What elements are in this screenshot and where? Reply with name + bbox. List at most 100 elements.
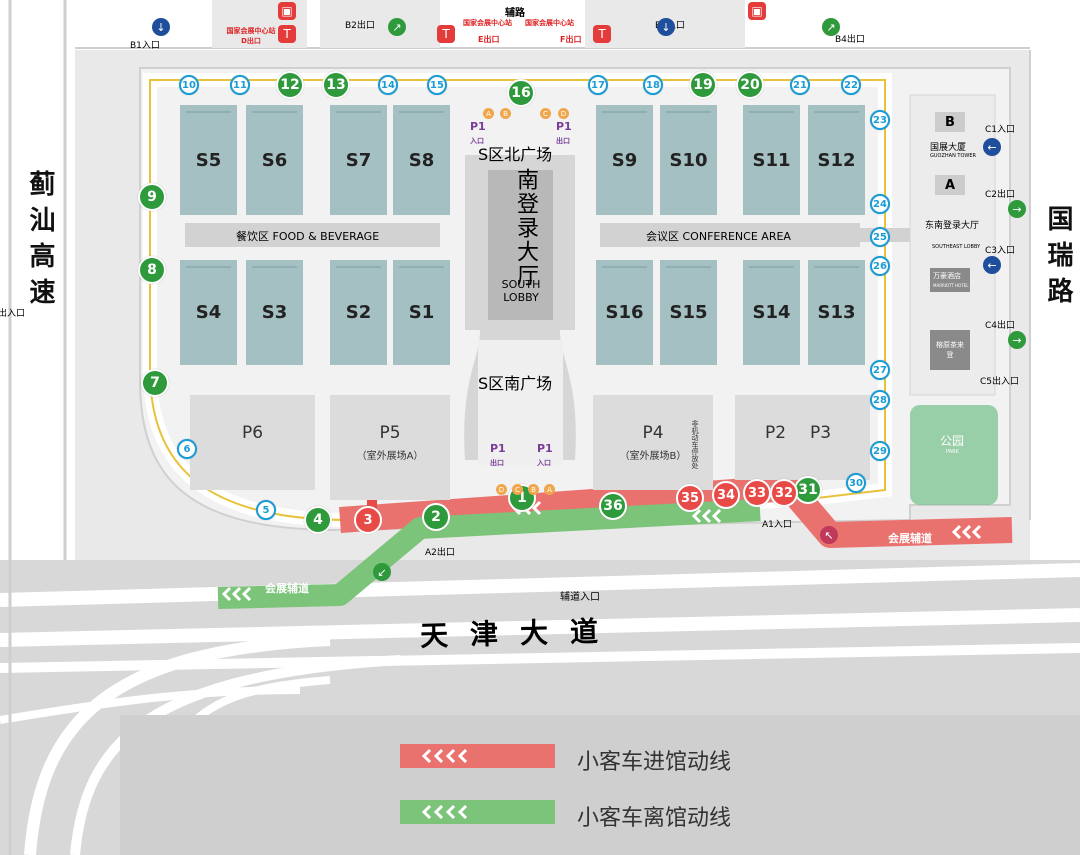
exit-b4: B4出口	[835, 35, 865, 45]
parking-p5: P5 （室外展场A）	[330, 395, 450, 500]
gate-23: 23	[870, 110, 890, 130]
gate-18: 18	[643, 75, 663, 95]
gate-19: 19	[689, 71, 717, 99]
entry-arrow-icon: ↓	[657, 18, 675, 36]
gate-22: 22	[841, 75, 861, 95]
entry-arrow-icon: ←	[983, 138, 1001, 156]
p1-label: P1	[470, 120, 486, 133]
road-guorui: 国瑞路	[1043, 205, 1073, 313]
hall-s13: S13	[808, 260, 865, 365]
parking-p4-sub: （室外展场B）	[619, 451, 687, 462]
p1-sub: 出口	[490, 459, 504, 467]
gate-20: 20	[736, 71, 764, 99]
parking-p3-label: P3	[810, 423, 832, 443]
p1-north-exit: P1 出口	[556, 120, 572, 146]
p1-sub: 出口	[556, 137, 570, 145]
pavilion-label: 榕原茶来登	[936, 341, 964, 359]
exit-arrow-icon: ↙	[373, 563, 391, 581]
gate-10: 10	[179, 75, 199, 95]
gate-27: 27	[870, 360, 890, 380]
entrance-b1: B1入口	[130, 41, 160, 51]
hall-s9: S9	[596, 105, 653, 215]
hall-s6: S6	[246, 105, 303, 215]
gate-30: 30	[846, 473, 866, 493]
road-tianjin-avenue: 天津大道	[419, 614, 621, 653]
p1-label: P1	[490, 442, 506, 455]
parking-p6-label: P6	[241, 423, 264, 443]
plaza-marker-c: C	[512, 484, 523, 495]
west-edge-label: 出入口	[0, 309, 26, 319]
parking-p6: P6	[190, 395, 315, 490]
hall-s10: S10	[660, 105, 717, 215]
metro-exit-d: 国家会展中心站 D出口	[226, 27, 276, 45]
p1-label: P1	[556, 120, 572, 133]
gate-13: 13	[322, 71, 350, 99]
gate-16: 16	[507, 79, 535, 107]
metro-exit-f: F出口	[560, 35, 582, 44]
hall-s7: S7	[330, 105, 387, 215]
nonmotor-parking: 非机动车停放处	[691, 420, 699, 469]
legend-entry-route: 小客车进馆动线	[577, 750, 732, 775]
parking-p2-p3: P2 P3	[735, 395, 870, 480]
park-cn: 公园	[940, 434, 965, 448]
plaza-marker-d: D	[558, 108, 569, 119]
exit-arrow-icon: ↗	[388, 18, 406, 36]
gate-17: 17	[588, 75, 608, 95]
guozhan-tower-cn: 国展大厦	[930, 143, 967, 153]
gate-33: 33	[743, 479, 771, 507]
bus-icon: ▣	[278, 2, 296, 20]
hall-s16: S16	[596, 260, 653, 365]
gate-31: 31	[794, 476, 822, 504]
exit-b2: B2出口	[345, 21, 375, 31]
hotel-block	[930, 268, 970, 292]
plaza-marker-c: C	[540, 108, 551, 119]
gate-8: 8	[138, 256, 166, 284]
entrance-c1: C1入口	[985, 125, 1016, 135]
road-auxiliary-north: 辅路	[505, 8, 525, 19]
p1-sub: 入口	[537, 459, 551, 467]
hall-s1: S1	[393, 260, 450, 365]
gate-12: 12	[276, 71, 304, 99]
parking-p5-label: P5	[379, 423, 401, 443]
pavilion-block	[930, 330, 970, 370]
parking-p2-label: P2	[765, 423, 787, 443]
hall-s5: S5	[180, 105, 237, 215]
metro-station-right: 国家会展中心站	[525, 19, 574, 27]
entrance-a1: A1入口	[762, 520, 792, 530]
se-lobby-en: SOUTHEAST LOBBY	[932, 244, 981, 250]
entry-arrow-icon: ←	[983, 256, 1001, 274]
hotel-en: MARRIOTT HOTEL	[933, 283, 969, 288]
hall-s14: S14	[743, 260, 800, 365]
gate-4: 4	[304, 506, 332, 534]
gate-6: 6	[177, 439, 197, 459]
gate-29: 29	[870, 441, 890, 461]
park-en: PARK	[946, 449, 959, 455]
metro-icon: T	[437, 25, 455, 43]
parking-p4: P4（室外展场B）	[593, 395, 713, 490]
aux-road-entrance: 辅道入口	[560, 592, 600, 603]
gate-34: 34	[712, 481, 740, 509]
p1-south-exit: P1 出口	[490, 442, 506, 468]
gate-2: 2	[422, 503, 450, 531]
parking-p5-sub: （室外展场A）	[356, 451, 424, 462]
exit-arrow-icon: ↗	[822, 18, 840, 36]
south-lobby-en: SOUTH LOBBY	[501, 278, 541, 304]
hall-s4: S4	[180, 260, 237, 365]
gate-36: 36	[599, 492, 627, 520]
tower-a: A	[935, 175, 965, 195]
hall-s12: S12	[808, 105, 865, 215]
gate-21: 21	[790, 75, 810, 95]
entry-arrow-icon: ↖	[820, 526, 838, 544]
tower-b: B	[935, 112, 965, 132]
plaza-marker-d: D	[496, 484, 507, 495]
gate-25: 25	[870, 227, 890, 247]
gate-5: 5	[256, 500, 276, 520]
metro-exit-e: E出口	[478, 35, 500, 44]
road-jishan-expressway: 蓟汕高速	[25, 170, 55, 314]
gate-24: 24	[870, 194, 890, 214]
conference-zone: 会议区 CONFERENCE AREA	[646, 230, 791, 243]
plaza-marker-b: B	[500, 108, 511, 119]
bus-icon: ▣	[748, 2, 766, 20]
